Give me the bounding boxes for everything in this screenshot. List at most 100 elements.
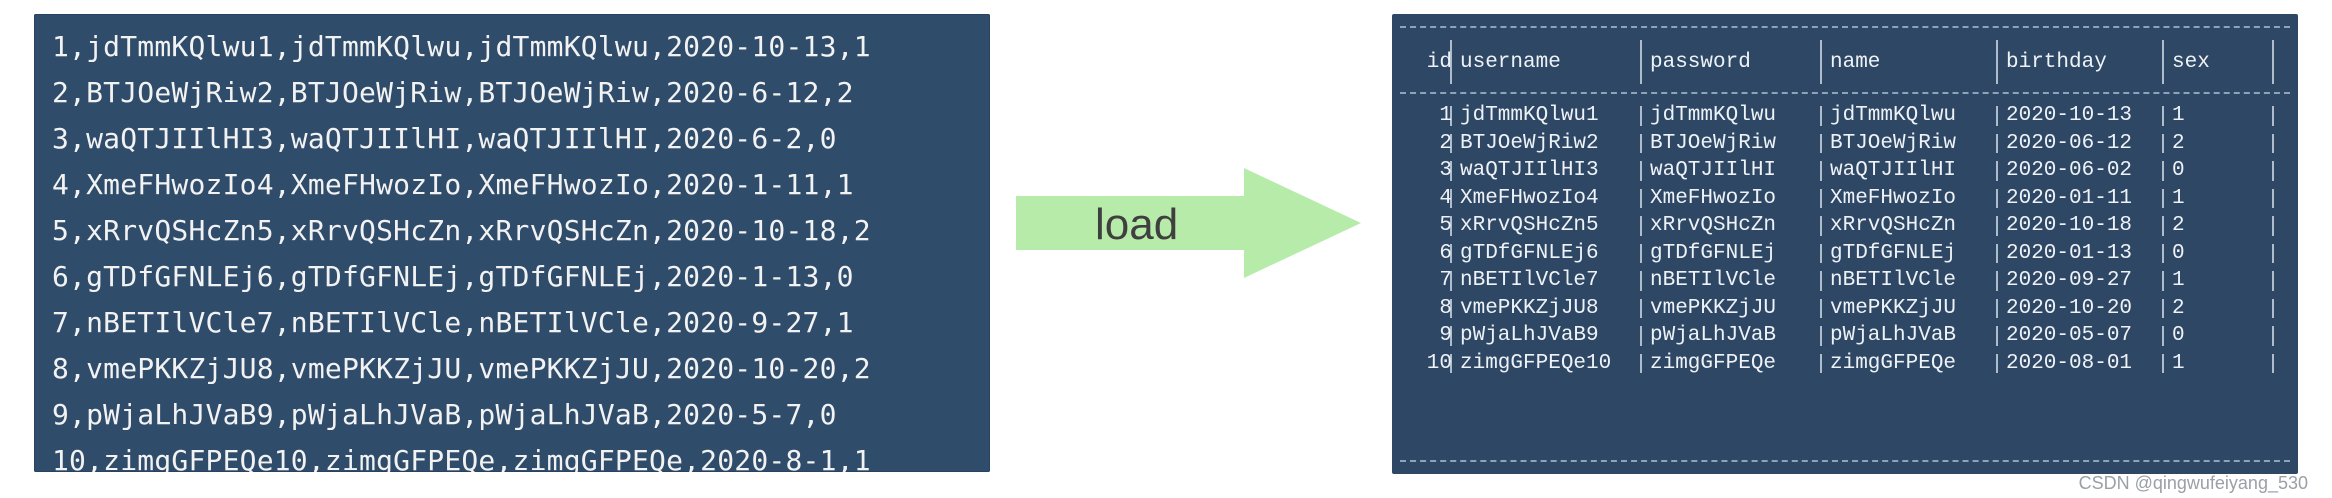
watermark: CSDN @qingwufeiyang_530 [2078, 473, 2308, 493]
right-arrow-icon [1016, 168, 1361, 278]
row-cell: 2020-08-01 [2006, 351, 2133, 375]
column-separator [1450, 106, 1452, 126]
row-cell: 2020-06-02 [2006, 159, 2133, 183]
csv-line: 7,nBETIlVCle7,nBETIlVCle,nBETIlVCle,2020… [52, 306, 854, 339]
column-separator [1640, 353, 1642, 373]
column-separator [2162, 106, 2164, 126]
column-separator [1450, 216, 1452, 236]
row-cell: XmeFHwozIo4 [1460, 186, 1599, 210]
column-separator [2272, 216, 2274, 236]
row-cell: 2020-01-13 [2006, 241, 2133, 265]
column-separator [2162, 243, 2164, 263]
row-cell: 0 [2172, 159, 2185, 183]
csv-line: 5,xRrvQSHcZn5,xRrvQSHcZn,xRrvQSHcZn,2020… [52, 214, 871, 247]
row-cell: zimgGFPEQe [1830, 351, 1957, 375]
row-cell: XmeFHwozIo [1830, 186, 1957, 210]
row-cell: xRrvQSHcZn5 [1460, 214, 1599, 238]
column-separator [2162, 188, 2164, 208]
row-cell: 10 [1426, 351, 1452, 375]
column-separator [1820, 243, 1822, 263]
column-separator [1820, 216, 1822, 236]
row-cell: nBETIlVCle7 [1460, 269, 1599, 293]
header-cell: sex [2172, 50, 2210, 74]
column-separator [1640, 298, 1642, 318]
column-separator [1996, 216, 1998, 236]
column-separator [1996, 106, 1998, 126]
column-separator [2272, 40, 2274, 84]
column-separator [1640, 243, 1642, 263]
column-separator [1450, 40, 1452, 84]
row-cell: 1 [2172, 351, 2185, 375]
row-cell: 0 [2172, 241, 2185, 265]
row-cell: xRrvQSHcZn [1650, 214, 1777, 238]
column-separator [1820, 133, 1822, 153]
column-separator [1450, 161, 1452, 181]
row-cell: BTJOeWjRiw [1650, 131, 1777, 155]
column-separator [1996, 243, 1998, 263]
table-bottom-border [1400, 460, 2290, 462]
column-separator [1640, 271, 1642, 291]
row-cell: 2020-09-27 [2006, 269, 2133, 293]
column-separator [2162, 326, 2164, 346]
row-cell: 1 [1439, 104, 1452, 128]
column-separator [2272, 298, 2274, 318]
csv-line: 9,pWjaLhJVaB9,pWjaLhJVaB,pWjaLhJVaB,2020… [52, 398, 837, 431]
row-cell: gTDfGFNLEj [1830, 241, 1957, 265]
row-cell: BTJOeWjRiw2 [1460, 131, 1599, 155]
row-cell: XmeFHwozIo [1650, 186, 1777, 210]
row-cell: 0 [2172, 324, 2185, 348]
row-cell: pWjaLhJVaB9 [1460, 324, 1599, 348]
csv-line: 4,XmeFHwozIo4,XmeFHwozIo,XmeFHwozIo,2020… [52, 168, 854, 201]
row-cell: waQTJIIlHI [1830, 159, 1957, 183]
column-separator [1640, 161, 1642, 181]
column-separator [1820, 271, 1822, 291]
row-cell: vmePKKZjJU [1650, 296, 1777, 320]
row-cell: zimgGFPEQe [1650, 351, 1777, 375]
column-separator [1640, 40, 1642, 84]
column-separator [1450, 243, 1452, 263]
column-separator [1996, 161, 1998, 181]
column-separator [1820, 161, 1822, 181]
row-cell: 7 [1439, 269, 1452, 293]
column-separator [2162, 40, 2164, 84]
row-cell: xRrvQSHcZn [1830, 214, 1957, 238]
row-cell: 1 [2172, 269, 2185, 293]
csv-source-panel: 1,jdTmmKQlwu1,jdTmmKQlwu,jdTmmKQlwu,2020… [34, 14, 990, 472]
column-separator [2272, 353, 2274, 373]
row-cell: pWjaLhJVaB [1830, 324, 1957, 348]
header-cell: password [1650, 50, 1751, 74]
row-cell: vmePKKZjJU [1830, 296, 1957, 320]
csv-line: 1,jdTmmKQlwu1,jdTmmKQlwu,jdTmmKQlwu,2020… [52, 30, 871, 63]
row-cell: 2020-10-18 [2006, 214, 2133, 238]
row-cell: jdTmmKQlwu [1830, 104, 1957, 128]
column-separator [1640, 133, 1642, 153]
column-separator [2272, 161, 2274, 181]
row-cell: 2020-10-13 [2006, 104, 2133, 128]
column-separator [1640, 216, 1642, 236]
column-separator [2162, 353, 2164, 373]
column-separator [1996, 133, 1998, 153]
column-separator [1450, 188, 1452, 208]
table-header-border [1400, 92, 2290, 94]
row-cell: nBETIlVCle [1650, 269, 1777, 293]
column-separator [2272, 188, 2274, 208]
column-separator [1450, 353, 1452, 373]
row-cell: 8 [1439, 296, 1452, 320]
arrow-label: load [1095, 200, 1179, 249]
table-row: 7 nBETIlVCle7 nBETIlVCle nBETIlVCle 2020-09-… [1400, 267, 2290, 295]
column-separator [1820, 298, 1822, 318]
column-separator [1996, 40, 1998, 84]
row-cell: 2 [2172, 131, 2185, 155]
row-cell: 5 [1439, 214, 1452, 238]
column-separator [1996, 271, 1998, 291]
row-cell: nBETIlVCle [1830, 269, 1957, 293]
column-separator [1640, 106, 1642, 126]
column-separator [2272, 243, 2274, 263]
header-cell: id [1426, 50, 1452, 74]
row-cell: 2 [2172, 296, 2185, 320]
